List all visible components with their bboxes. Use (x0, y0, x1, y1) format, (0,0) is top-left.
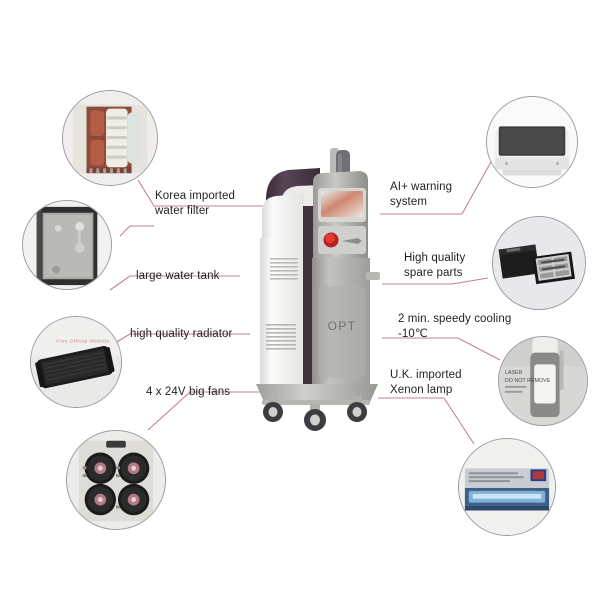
callout-label-water-filter: Korea imported water filter (155, 190, 236, 217)
connector-warning (380, 159, 493, 215)
vent-grille-upper (270, 258, 298, 280)
lcd-screen-photo (486, 96, 578, 188)
svg-text:Free Official Website: Free Official Website (56, 338, 109, 344)
water-tank-photo (22, 200, 112, 290)
control-screen (321, 191, 363, 217)
connector-water-filter-b (119, 225, 154, 237)
spare-parts-photo (492, 216, 586, 310)
water-filter-photo (62, 90, 158, 186)
machine-body-lower (260, 238, 306, 384)
xenon-lamp-box-photo (458, 438, 556, 536)
callout-label-warning-system: AI+ warning system (390, 181, 453, 208)
callout-label-radiator: high quality radiator (130, 328, 233, 340)
fans-photo (66, 430, 166, 530)
connector-cooling (382, 337, 501, 361)
callout-label-spare-parts: High quality spare parts (404, 252, 466, 279)
callout-label-water-tank: large water tank (136, 270, 220, 282)
caster-wheels (263, 396, 367, 431)
svg-text:DO NOT REMOVE: DO NOT REMOVE (505, 378, 551, 384)
callout-label-cooling: 2 min. speedy cooling -10℃ (398, 313, 512, 340)
callout-label-xenon-lamp: U.K. imported Xenon lamp (390, 369, 462, 396)
connector-xenon (378, 397, 475, 445)
vent-grille-lower (266, 324, 296, 350)
connector-spare-parts (382, 277, 489, 285)
callout-label-fans: 4 x 24V big fans (146, 386, 231, 398)
radiator-photo: Free Official Website (30, 316, 122, 408)
machine-base (256, 384, 378, 402)
machine-brand-text: OPT (328, 319, 357, 333)
svg-text:LASER: LASER (505, 370, 523, 376)
connector-fans (147, 391, 272, 431)
connector-water-filter (137, 179, 265, 207)
handpiece-photo: LASER DO NOT REMOVE (498, 336, 588, 426)
connector-water-tank (109, 275, 240, 291)
